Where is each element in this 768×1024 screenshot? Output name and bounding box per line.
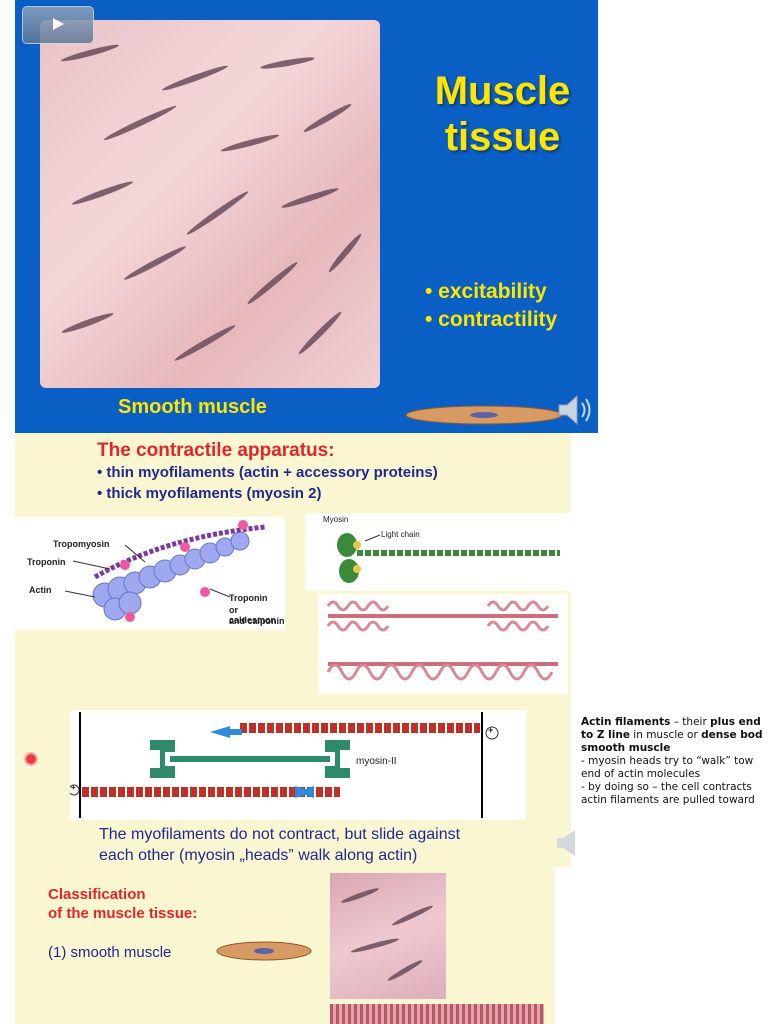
label-actin: Actin	[29, 585, 52, 595]
muscle-cell-icon	[405, 405, 563, 425]
speaker-icon[interactable]	[555, 392, 595, 428]
bullet-excitability: • excitability	[425, 280, 547, 303]
bullet-contractility: • contractility	[425, 308, 558, 331]
bullet-thick: • thick myofilaments (myosin 2)	[97, 485, 322, 502]
label-troponin: Troponin	[27, 557, 66, 567]
plus-end-marker-left: +	[71, 783, 76, 792]
smooth-muscle-caption: Smooth muscle	[118, 396, 267, 418]
striated-muscle-micrograph	[330, 1004, 544, 1024]
classification-item-smooth: (1) smooth muscle	[48, 944, 172, 961]
label-light-chain: Light chain	[381, 530, 420, 539]
laser-pointer-dot	[26, 754, 36, 764]
actin-helix-illustration	[64, 520, 266, 622]
caption-line-1: The myofilaments do not contract, but sl…	[99, 826, 461, 843]
classification-title-line-1: Classification	[48, 886, 146, 903]
speaker-icon-partial[interactable]	[555, 828, 575, 858]
smooth-muscle-cell-icon	[216, 941, 312, 961]
sliding-caption: The myofilaments do not contract, but sl…	[99, 824, 460, 866]
play-button[interactable]	[22, 6, 94, 44]
sliding-filament-diagram: myosin-II + +	[70, 710, 526, 820]
speaker-notes: Actin filaments – their plus end to Z li…	[581, 716, 768, 807]
smooth-muscle-micrograph	[40, 20, 380, 388]
plus-end-marker: +	[488, 725, 494, 735]
notes-line-7: actin filaments are pulled toward	[581, 794, 755, 806]
title-line-2: tissue	[444, 115, 561, 159]
play-icon	[53, 18, 64, 30]
label-myosin: Myosin	[323, 515, 349, 524]
smooth-muscle-micrograph-small	[330, 873, 446, 999]
property-list: • excitability • contractility	[425, 278, 557, 334]
contractile-title: The contractile apparatus:	[97, 440, 335, 461]
bullet-thin: • thin myofilaments (actin + accessory p…	[97, 464, 438, 481]
notes-line-3: smooth muscle	[581, 742, 671, 754]
myosin-illustration	[337, 533, 560, 583]
label-troponin-2: Troponin	[229, 593, 268, 603]
thin-filament-diagram: Tropomyosin Troponin Actin Troponin or c…	[15, 517, 285, 630]
slide-title: Muscle tissue	[420, 68, 585, 160]
label-caldesmon: or caldesmon	[229, 605, 277, 625]
classification-title-line-2: of the muscle tissue:	[48, 905, 198, 922]
label-tropomyosin: Tropomyosin	[53, 539, 110, 549]
caption-line-2: each other (myosin „heads” walk along ac…	[99, 847, 418, 864]
notes-line-5: end of actin molecules	[581, 768, 701, 780]
thick-filament-diagram	[318, 594, 568, 694]
notes-line-1: Actin filaments – their plus end	[581, 716, 761, 728]
bipolar-filament-illustration	[326, 600, 558, 681]
notes-line-6: - by doing so – the cell contracts	[581, 781, 752, 793]
label-myosin-ii: myosin-II	[356, 756, 397, 767]
notes-line-4: - myosin heads try to “walk” tow	[581, 755, 754, 767]
myosin-molecule-diagram: Myosin Light chain	[305, 513, 571, 591]
notes-line-2: to Z line in muscle or dense bod	[581, 729, 763, 741]
classification-title: Classification of the muscle tissue:	[48, 885, 197, 923]
label-calponin: and calponin	[229, 616, 285, 626]
filament-list: • thin myofilaments (actin + accessory p…	[97, 462, 438, 504]
title-line-1: Muscle	[434, 69, 571, 113]
myosin-actin-sliding-illustration	[70, 712, 499, 818]
